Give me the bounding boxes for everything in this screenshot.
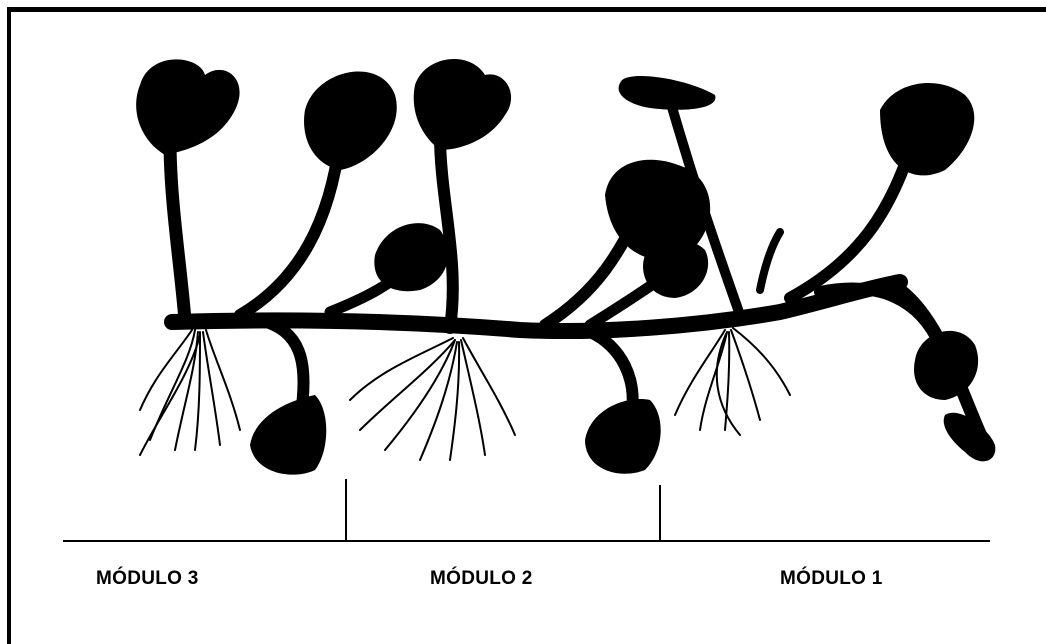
- leaf: [880, 83, 974, 175]
- leaf: [374, 223, 448, 291]
- module-1-label: MÓDULO 1: [780, 568, 883, 590]
- petiole: [760, 232, 780, 290]
- leaf: [136, 59, 239, 155]
- leaf: [619, 76, 716, 110]
- leaf: [414, 59, 511, 150]
- petiole: [170, 140, 185, 320]
- petiole: [440, 135, 453, 328]
- leaf: [250, 395, 326, 475]
- root-cluster: [675, 328, 790, 435]
- leaf: [304, 71, 397, 170]
- leaf: [944, 413, 996, 462]
- module-3-label: MÓDULO 3: [96, 568, 199, 590]
- leaf: [643, 239, 708, 298]
- leaf: [585, 399, 661, 474]
- petiole: [240, 140, 340, 315]
- root-cluster: [140, 330, 240, 455]
- root-cluster: [350, 338, 515, 460]
- module-2-label: MÓDULO 2: [430, 568, 533, 590]
